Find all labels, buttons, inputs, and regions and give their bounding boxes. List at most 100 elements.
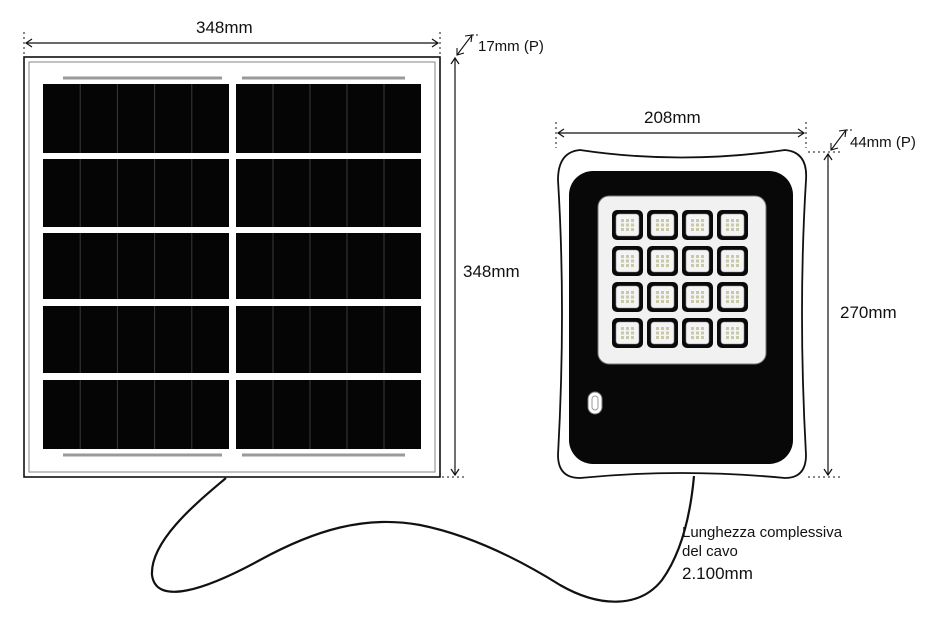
led-diode	[726, 255, 729, 258]
led-diode	[631, 223, 634, 227]
solar-cell-block	[236, 233, 421, 299]
led-diode	[666, 264, 669, 267]
led-diode	[661, 219, 664, 222]
solar-cell-block	[236, 306, 421, 373]
led-diode	[661, 228, 664, 231]
led-diode	[621, 228, 624, 231]
led-diode	[661, 327, 664, 330]
solar-cell-block	[43, 84, 229, 153]
led-diode	[631, 264, 634, 267]
led-diode	[656, 291, 659, 294]
led-diode	[736, 295, 739, 299]
lamp-width-dimension	[555, 122, 807, 148]
led-diode	[736, 228, 739, 231]
led-diode	[661, 295, 664, 299]
led-diode	[661, 336, 664, 339]
led-diode	[691, 228, 694, 231]
led-diode	[736, 291, 739, 294]
led-diode	[656, 259, 659, 263]
solar-cell-block	[43, 306, 229, 373]
panel-depth-label: 17mm (P)	[478, 38, 544, 55]
led-diode	[656, 223, 659, 227]
led-diode	[691, 255, 694, 258]
led-diode	[701, 300, 704, 303]
solar-panel-inner-frame	[28, 61, 436, 473]
led-diode	[696, 300, 699, 303]
led-diode	[726, 259, 729, 263]
led-diode	[696, 291, 699, 294]
cable-length-annotation: Lunghezza complessiva del cavo 2.100mm	[682, 523, 842, 583]
led-diode	[626, 255, 629, 258]
led-diode	[666, 259, 669, 263]
led-diode	[631, 336, 634, 339]
led-diode	[621, 264, 624, 267]
led-diode	[726, 295, 729, 299]
led-diode	[701, 219, 704, 222]
led-diode	[621, 219, 624, 222]
led-diode	[656, 228, 659, 231]
led-diode	[626, 259, 629, 263]
solar-cell-block	[236, 84, 421, 153]
led-chip-grid	[612, 210, 748, 348]
led-diode	[696, 327, 699, 330]
led-diode	[666, 223, 669, 227]
led-diode	[736, 255, 739, 258]
led-diode	[726, 219, 729, 222]
led-diode	[731, 331, 734, 335]
led-diode	[736, 223, 739, 227]
solar-panel	[23, 56, 441, 478]
led-diode	[736, 300, 739, 303]
led-diode	[666, 255, 669, 258]
led-diode	[661, 300, 664, 303]
led-diode	[736, 327, 739, 330]
led-diode	[731, 228, 734, 231]
led-diode	[701, 331, 704, 335]
led-diode	[621, 336, 624, 339]
solar-cell-block	[43, 380, 229, 449]
led-diode	[626, 336, 629, 339]
led-diode	[731, 219, 734, 222]
led-diode	[696, 228, 699, 231]
led-diode	[666, 291, 669, 294]
led-diode	[656, 264, 659, 267]
lamp-width-label: 208mm	[644, 108, 701, 127]
led-diode	[701, 259, 704, 263]
solar-cell-block	[43, 159, 229, 227]
solar-cell-block	[43, 233, 229, 299]
led-diode	[726, 331, 729, 335]
led-diode	[661, 264, 664, 267]
led-diode	[701, 223, 704, 227]
led-diode	[626, 331, 629, 335]
led-diode	[661, 259, 664, 263]
led-diode	[691, 291, 694, 294]
led-diode	[736, 259, 739, 263]
led-diode	[661, 255, 664, 258]
led-diode	[691, 295, 694, 299]
led-diode	[691, 264, 694, 267]
cable-label-line2: del cavo	[682, 543, 738, 560]
lamp-depth-dimension	[830, 129, 852, 151]
led-diode	[626, 223, 629, 227]
led-diode	[731, 255, 734, 258]
led-diode	[631, 219, 634, 222]
led-diode	[691, 300, 694, 303]
led-diode	[691, 336, 694, 339]
led-diode	[621, 223, 624, 227]
solar-cell-block	[236, 159, 421, 227]
led-diode	[696, 264, 699, 267]
led-diode	[661, 331, 664, 335]
lamp-height-label: 270mm	[840, 303, 897, 322]
led-diode	[626, 295, 629, 299]
led-diode	[666, 228, 669, 231]
led-diode	[701, 295, 704, 299]
led-diode	[726, 291, 729, 294]
led-diode	[736, 331, 739, 335]
led-diode	[631, 291, 634, 294]
led-diode	[621, 259, 624, 263]
lamp-height-dimension	[808, 151, 840, 478]
led-diode	[656, 336, 659, 339]
led-diode	[701, 291, 704, 294]
led-diode	[621, 295, 624, 299]
light-sensor	[587, 391, 603, 415]
